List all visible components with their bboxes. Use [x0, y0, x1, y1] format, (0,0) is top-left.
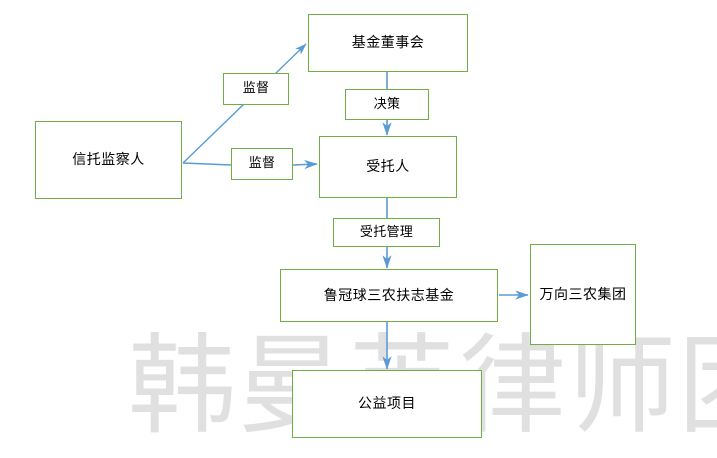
node-oversight-trustee-label: 监督 [248, 156, 276, 171]
node-fund-board-label: 基金董事会 [351, 35, 425, 51]
node-oversight-board[interactable]: 监督 [223, 73, 289, 105]
node-decision-label: 决策 [373, 96, 401, 112]
node-entrusted-management-label: 受托管理 [359, 224, 414, 240]
node-oversight-board-label: 监督 [242, 81, 270, 96]
node-trust-supervisor[interactable]: 信托监察人 [35, 121, 182, 199]
node-wanxiang-group[interactable]: 万向三农集团 [530, 244, 636, 345]
node-trustee[interactable]: 受托人 [319, 136, 457, 198]
node-decision[interactable]: 决策 [345, 89, 429, 120]
node-luguanqiu-fund[interactable]: 鲁冠球三农扶志基金 [280, 269, 498, 322]
node-trustee-label: 受托人 [366, 159, 410, 175]
node-fund-board[interactable]: 基金董事会 [308, 14, 468, 72]
node-luguanqiu-fund-label: 鲁冠球三农扶志基金 [323, 287, 455, 304]
edge-supervisor-to-oversee2 [182, 162, 232, 166]
node-entrusted-management[interactable]: 受托管理 [333, 218, 440, 247]
node-wanxiang-group-label: 万向三农集团 [539, 286, 627, 303]
node-trust-supervisor-label: 信托监察人 [72, 152, 145, 168]
node-oversight-trustee[interactable]: 监督 [231, 148, 293, 180]
edge-oversee2-to-trustee [292, 159, 318, 170]
node-public-welfare-project-label: 公益项目 [358, 396, 416, 412]
node-public-welfare-project[interactable]: 公益项目 [292, 370, 482, 438]
